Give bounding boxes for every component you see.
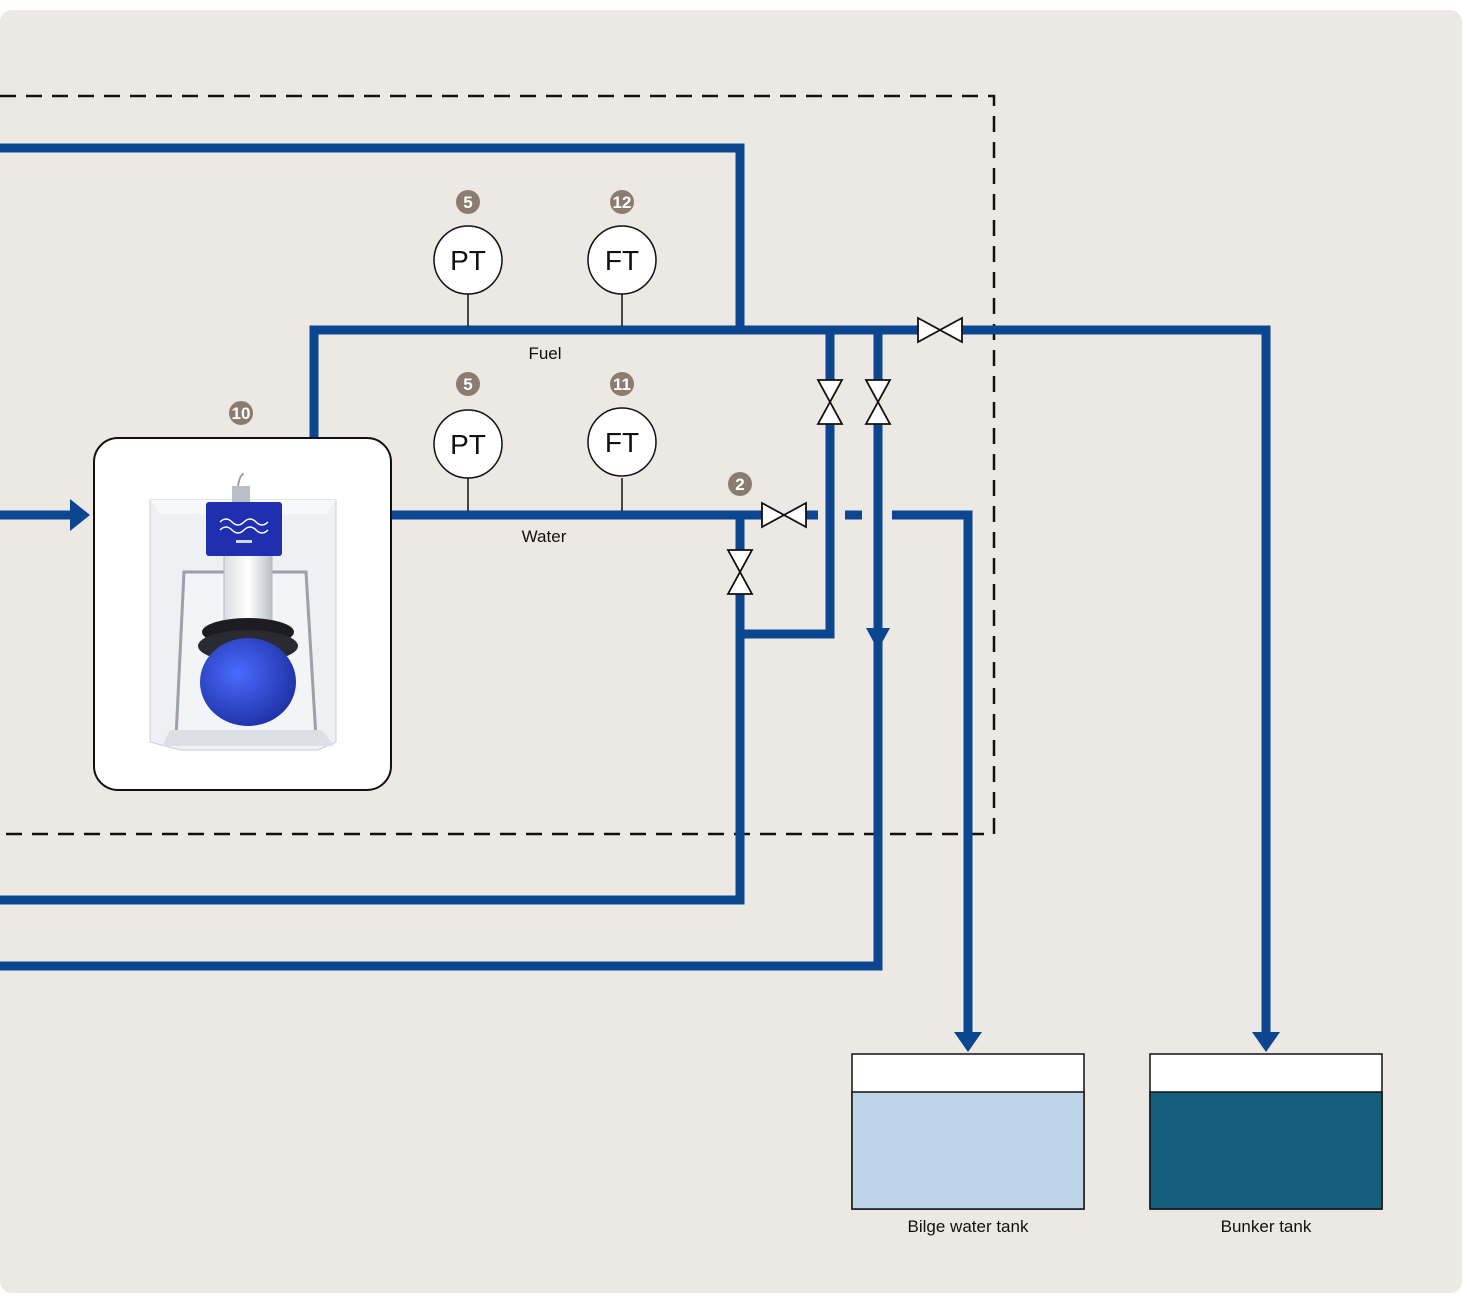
- fuel-pt-label: PT: [450, 245, 486, 276]
- flow-arrows: [70, 499, 1280, 1052]
- svg-text:11: 11: [613, 375, 631, 394]
- water-drain-valve[interactable]: [726, 549, 754, 595]
- bilge-tank-label: Bilge water tank: [908, 1217, 1029, 1236]
- water-ft-label: FT: [605, 427, 639, 458]
- svg-text:12: 12: [613, 193, 632, 212]
- module-boundary: [0, 94, 996, 836]
- fuel-ft-label: FT: [605, 245, 639, 276]
- fuel-branch-valve-b[interactable]: [864, 379, 892, 425]
- bunker-tank-label: Bunker tank: [1221, 1217, 1312, 1236]
- svg-text:10: 10: [232, 404, 251, 423]
- inlet-arrow: [70, 499, 90, 531]
- fuel-line-label: Fuel: [528, 344, 561, 363]
- badge-water-ft: 11: [610, 372, 634, 396]
- bunker-inlet-arrow: [1252, 1032, 1280, 1052]
- water-line-label: Water: [522, 527, 567, 546]
- badge-separator: 10: [229, 401, 253, 425]
- svg-text:5: 5: [463, 375, 472, 394]
- water-pressure-transmitter[interactable]: PT: [433, 409, 503, 479]
- fuel-pressure-transmitter[interactable]: PT: [433, 225, 503, 295]
- badge-fuel-ft: 12: [610, 190, 634, 214]
- bilge-inlet-arrow: [954, 1032, 982, 1052]
- fuel-pipe: [309, 325, 918, 438]
- water-outlet-valve[interactable]: [761, 501, 807, 529]
- bilge-water-tank[interactable]: Bilge water tank: [851, 1053, 1085, 1236]
- water-drain-return-pipe: [0, 594, 745, 905]
- water-flow-transmitter[interactable]: FT: [587, 407, 657, 477]
- svg-text:5: 5: [463, 193, 472, 212]
- badge-water-valve: 2: [728, 472, 752, 496]
- pipe-network: [0, 143, 1271, 1034]
- fuel-to-bunker-pipe: [962, 325, 1271, 1034]
- fuel-flow-transmitter[interactable]: FT: [587, 225, 657, 295]
- svg-text:2: 2: [735, 475, 744, 494]
- fuel-branch-return-pipe: [740, 424, 835, 639]
- fuel-branch-valve-a[interactable]: [816, 379, 844, 425]
- down-arrow-recirculation: [866, 628, 890, 650]
- top-return-pipe: [0, 143, 745, 330]
- valves: [726, 316, 963, 595]
- badge-water-pt: 5: [456, 372, 480, 396]
- bunker-tank[interactable]: Bunker tank: [1149, 1053, 1383, 1236]
- separator-unit[interactable]: [93, 437, 392, 791]
- instrument-taps: [467, 294, 623, 511]
- water-pt-label: PT: [450, 429, 486, 460]
- bottom-return-pipe: [0, 424, 883, 971]
- badge-fuel-pt: 5: [456, 190, 480, 214]
- separator-unit-icon: [149, 473, 337, 751]
- number-badges: 5 12 5 11 10 2: [229, 190, 752, 496]
- water-to-bilge-pipe: [892, 510, 973, 1034]
- fuel-main-valve[interactable]: [917, 316, 963, 344]
